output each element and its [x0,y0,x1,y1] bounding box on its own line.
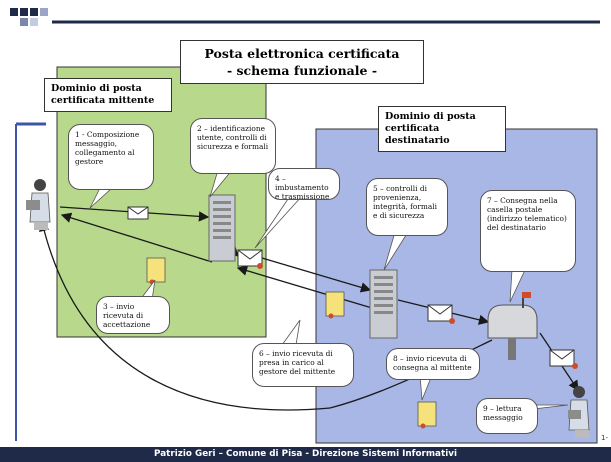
corner-square-2 [20,8,28,16]
corner-square-6 [30,18,38,26]
receipt-document-icon-3 [417,401,437,429]
bubble-tail-6 [281,319,301,346]
envelope-icon-3 [427,304,455,324]
sender-domain-line-2: certificata mittente [51,95,155,106]
sender-domain-line-1: Dominio di posta [51,83,142,94]
receipt-document-icon-2 [325,291,345,319]
title-line-1: Posta elettronica certificata [204,46,400,61]
arrow-envelope-to-server2 [261,257,372,293]
recipient-domain-line-1: Dominio di posta [385,111,476,122]
step-9-bubble: 9 – lettura messaggio [476,398,538,434]
corner-square-4 [20,18,28,26]
corner-square-5 [40,8,48,16]
envelope-icon-2 [237,249,263,269]
step-6-bubble: 6 – invio ricevuta di presa in carico al… [252,343,354,387]
sender-domain-label: Dominio di posta certificata mittente [44,78,172,112]
step-7-bubble: 7 – Consegna nella casella postale (indi… [480,190,576,272]
mailbox-icon [487,292,538,360]
footer-bar: Patrizio Geri – Comune di Pisa - Direzio… [0,447,611,462]
recipient-domain-line-2: certificata destinatario [385,123,450,146]
corner-square-1 [10,8,18,16]
step-1-bubble: 1 - Composizione messaggio, collegamento… [68,124,154,190]
arrow-takeover-receipt [236,265,373,309]
reader-person-icon [568,386,590,438]
sender-person-icon [26,179,51,230]
page-number: 1- [601,434,608,442]
envelope-icon-4 [549,349,578,369]
recipient-server-icon [369,269,398,339]
sender-server-icon [208,194,236,262]
arrow-receipt-to-sender [60,212,213,263]
corner-square-3 [30,8,38,16]
step-3-bubble: 3 – invio ricevuta di accettazione [96,296,170,334]
step-4-bubble: 4 – imbustamento e trasmissione [268,168,340,201]
recipient-domain-label: Dominio di posta certificata destinatari… [378,106,506,152]
envelope-icon-1 [127,206,149,220]
diagram-title: Posta elettronica certificata - schema f… [180,40,424,84]
step-2-bubble: 2 – identificazione utente, controlli di… [190,118,276,174]
arrow-delivery-to-sender [39,220,331,411]
title-line-2: - schema funzionale - [226,63,378,78]
step-5-bubble: 5 – controlli di provenienza, integrità,… [366,178,448,236]
receipt-document-icon-1 [146,257,166,285]
step-8-bubble: 8 – invio ricevuta di consegna al mitten… [386,348,480,380]
